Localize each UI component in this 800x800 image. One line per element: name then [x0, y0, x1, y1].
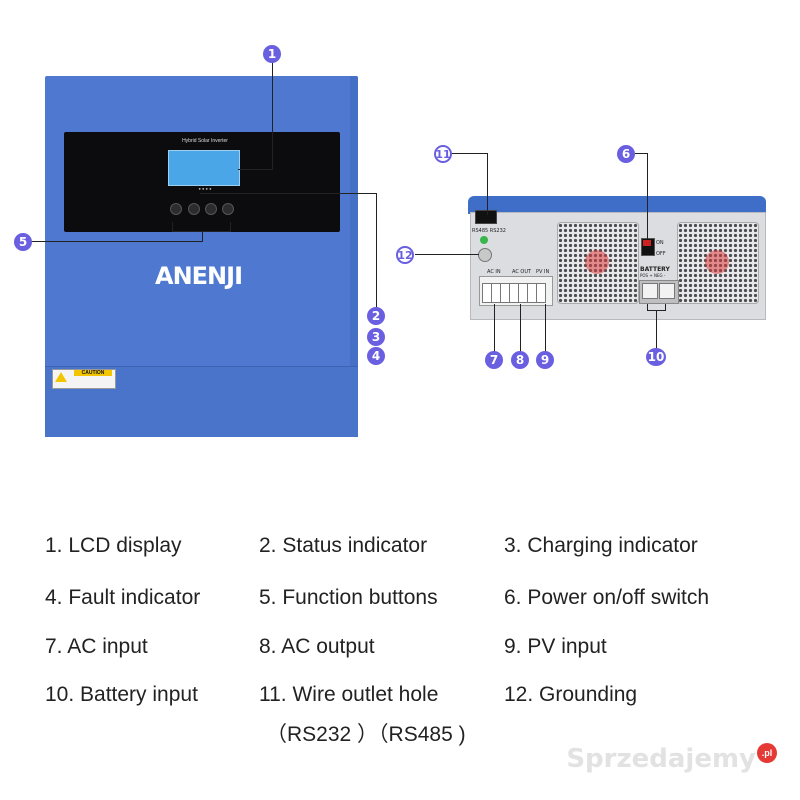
leader-line — [272, 62, 273, 170]
leader-line — [172, 222, 173, 232]
legend-item: 6. Power on/off switch — [504, 586, 710, 609]
leader-line — [647, 153, 648, 239]
power-switch-rocker — [643, 240, 651, 246]
callout-4: 4 — [367, 347, 385, 365]
fan-hub — [705, 250, 729, 274]
callout-9: 9 — [536, 351, 554, 369]
caution-text: CAUTION — [74, 370, 112, 376]
function-button — [188, 203, 200, 215]
callout-3: 3 — [367, 328, 385, 346]
leader-line — [635, 153, 647, 154]
callout-8: 8 — [511, 351, 529, 369]
indicator-leds: ● ● ● ● — [198, 186, 212, 191]
switch-off-label: OFF — [656, 251, 666, 257]
callout-10: 10 — [646, 348, 666, 366]
leader-line — [230, 222, 231, 232]
leader-line — [545, 304, 546, 352]
function-button — [205, 203, 217, 215]
lcd-title: Hybrid Solar Inverter — [182, 138, 228, 144]
watermark: Sprzedajemy — [566, 744, 756, 774]
terminal — [536, 283, 546, 303]
callout-5: 5 — [14, 233, 32, 251]
rs-ports — [475, 210, 497, 224]
legend-item: 3. Charging indicator — [504, 534, 698, 557]
legend-item: 8. AC output — [259, 635, 375, 658]
leader-line — [172, 231, 231, 232]
legend-item: 1. LCD display — [45, 534, 182, 557]
legend-item: 5. Function buttons — [259, 586, 438, 609]
battery-terminal-pos — [642, 283, 658, 299]
function-button — [222, 203, 234, 215]
legend-item: 12. Grounding — [504, 683, 638, 706]
leader-line — [494, 304, 495, 352]
legend-item: 4. Fault indicator — [45, 586, 201, 609]
legend-item: 10. Battery input — [45, 683, 198, 706]
leader-line — [647, 304, 648, 310]
leader-line — [202, 231, 203, 241]
legend-item: 11. Wire outlet hole — [259, 683, 439, 706]
leader-line — [520, 304, 521, 352]
warning-icon — [55, 372, 67, 382]
ac-in-label: AC IN — [487, 269, 501, 275]
callout-6: 6 — [617, 145, 635, 163]
leader-line — [30, 241, 203, 242]
leader-line — [487, 153, 488, 215]
leader-line — [238, 169, 273, 170]
lcd-display — [168, 150, 240, 186]
inverter-rear-top — [468, 196, 766, 214]
grounding-screw-icon — [478, 248, 492, 262]
battery-label: BATTERY — [640, 266, 670, 273]
callout-7: 7 — [485, 351, 503, 369]
legend-item: 2. Status indicator — [259, 534, 428, 557]
leader-line — [656, 310, 657, 348]
leader-line — [376, 193, 377, 307]
watermark-badge: .pl — [757, 743, 777, 763]
pv-in-label: PV IN — [536, 269, 550, 275]
function-button — [170, 203, 182, 215]
legend-item: 7. AC input — [45, 635, 148, 658]
callout-2: 2 — [367, 307, 385, 325]
fan-hub — [585, 250, 609, 274]
ground-indicator — [480, 236, 488, 244]
legend-item: 9. PV input — [504, 635, 607, 658]
ac-out-label: AC OUT — [512, 269, 532, 275]
leader-line — [200, 193, 376, 194]
switch-on-label: ON — [656, 240, 664, 246]
leader-line — [452, 153, 488, 154]
ports-label: RS485 RS232 — [472, 228, 506, 234]
brand-logo: ANENJI — [155, 262, 243, 290]
callout-12: 12 — [396, 246, 414, 264]
legend-item-extra: （RS232 ）（RS485 ) — [266, 723, 466, 746]
callout-11: 11 — [434, 145, 452, 163]
battery-terminals-label: POS + NEG - — [640, 273, 666, 278]
leader-line — [665, 304, 666, 310]
leader-line — [415, 254, 479, 255]
callout-1: 1 — [263, 45, 281, 63]
battery-terminal-neg — [659, 283, 675, 299]
